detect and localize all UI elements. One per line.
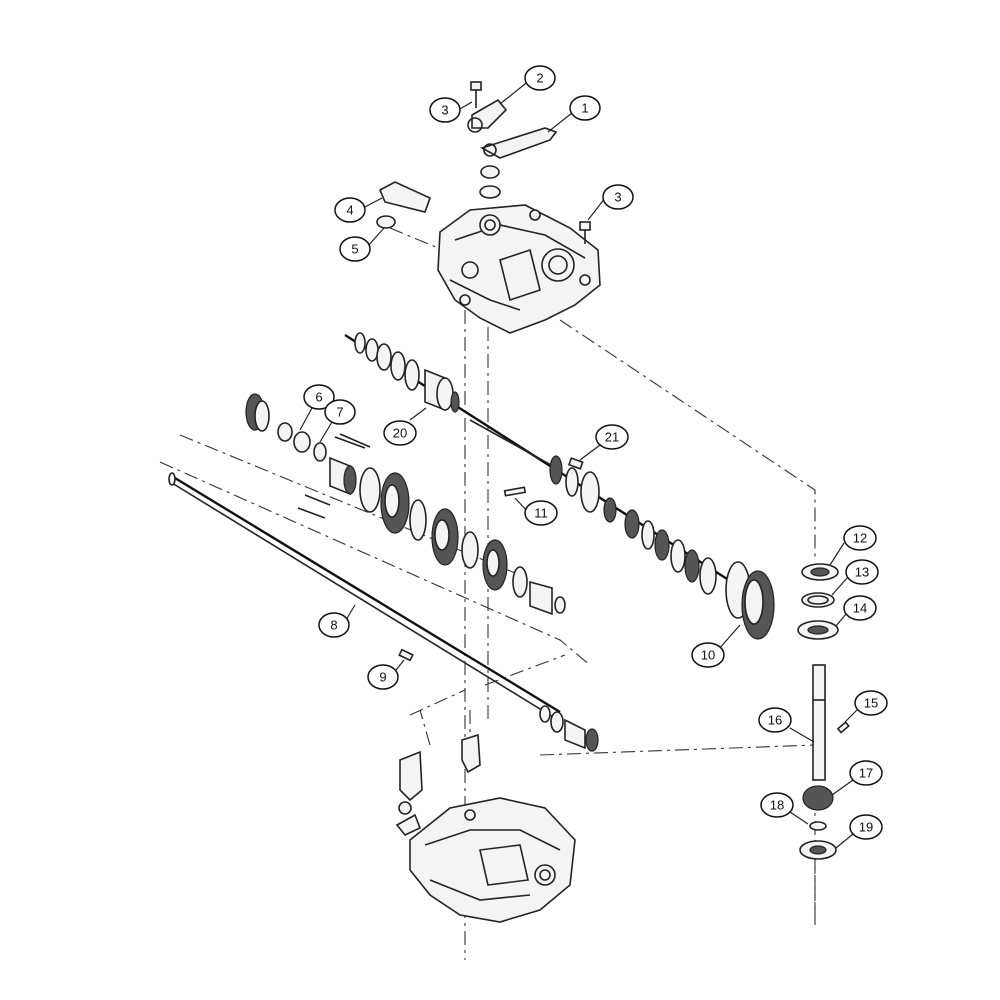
- callout-11: 11: [524, 500, 558, 526]
- callout-19: 19: [849, 814, 883, 840]
- callout-20-number: 20: [393, 426, 407, 441]
- upper-shaft-assembly: [344, 332, 775, 640]
- callout-2-number: 2: [536, 71, 543, 86]
- callout-9-number: 9: [379, 670, 386, 685]
- callout-8: 8: [318, 612, 350, 638]
- callout-16: 16: [758, 707, 792, 733]
- callout-3-right-number: 3: [614, 190, 621, 205]
- callout-10-number: 10: [701, 648, 715, 663]
- callout-15-number: 15: [864, 696, 878, 711]
- callout-15: 15: [854, 690, 888, 716]
- callout-11-number: 11: [534, 506, 548, 521]
- callout-14-number: 14: [853, 601, 867, 616]
- callout-17-number: 17: [859, 766, 873, 781]
- callout-12: 12: [843, 525, 877, 551]
- callout-19-number: 19: [859, 820, 873, 835]
- callout-8-number: 8: [330, 618, 337, 633]
- long-axle-shaft: [168, 472, 599, 752]
- output-shaft-assembly: [797, 563, 850, 860]
- callout-14: 14: [843, 595, 877, 621]
- callout-3-top: 3: [429, 97, 461, 123]
- callout-7: 7: [324, 399, 356, 425]
- callout-18-number: 18: [770, 798, 784, 813]
- callout-16-number: 16: [768, 713, 782, 728]
- middle-shaft-assembly: [245, 393, 566, 616]
- lower-housing: [395, 733, 576, 923]
- upper-housing-cover: [437, 204, 601, 334]
- callout-13-number: 13: [855, 565, 869, 580]
- callout-17: 17: [849, 760, 883, 786]
- callout-3-top-number: 3: [441, 103, 448, 118]
- callout-21-number: 21: [605, 430, 619, 445]
- callout-1-number: 1: [581, 101, 588, 116]
- callout-1: 1: [569, 95, 601, 121]
- callout-5-number: 5: [351, 242, 358, 257]
- callout-7-number: 7: [336, 405, 343, 420]
- callout-5: 5: [339, 236, 371, 262]
- callout-10: 10: [691, 642, 725, 668]
- callout-2: 2: [524, 65, 556, 91]
- callout-3-right: 3: [602, 184, 634, 210]
- shift-lever-parts: [376, 81, 591, 244]
- callout-9: 9: [367, 664, 399, 690]
- callout-6-number: 6: [315, 390, 322, 405]
- callout-20: 20: [383, 420, 417, 446]
- callout-6: 6: [303, 384, 335, 410]
- callout-4: 4: [334, 197, 366, 223]
- callout-leaders: [299, 79, 858, 849]
- callout-labels: 1 2 3 3 4 5 6 7: [303, 65, 888, 840]
- callout-13: 13: [845, 559, 879, 585]
- callout-18: 18: [760, 792, 794, 818]
- callout-21: 21: [595, 424, 629, 450]
- callout-4-number: 4: [346, 203, 353, 218]
- callout-12-number: 12: [853, 531, 867, 546]
